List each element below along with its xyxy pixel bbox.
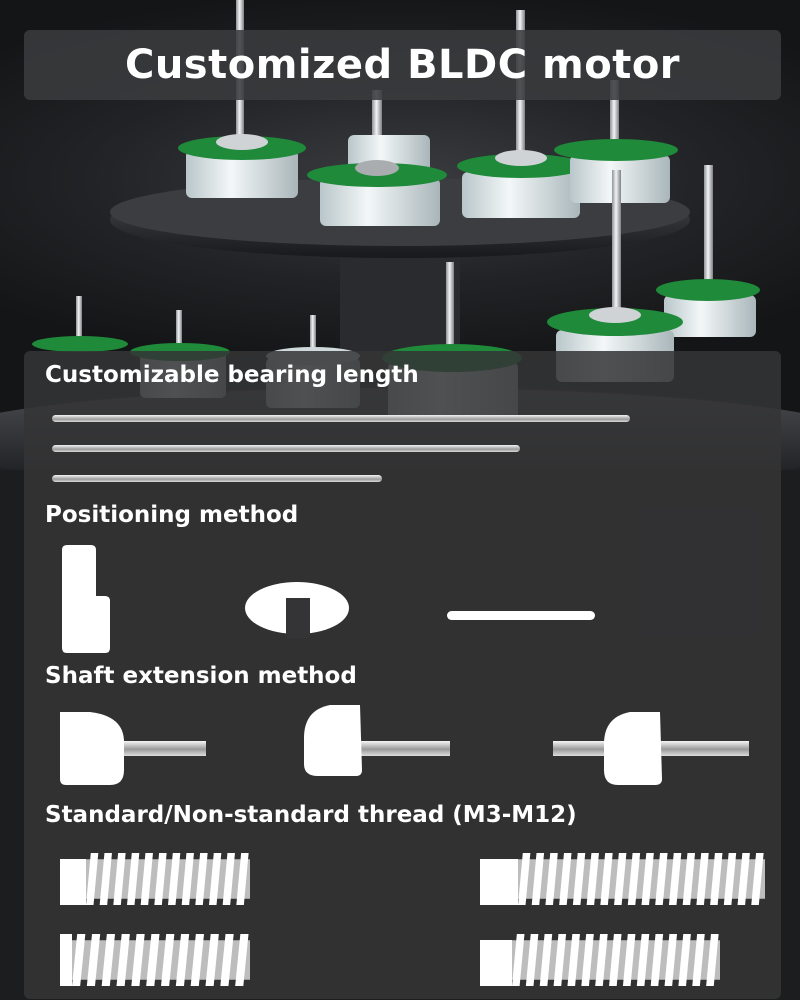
bearing-length-heading: Customizable bearing length (45, 362, 419, 388)
page-title: Customized BLDC motor (124, 42, 681, 88)
thread-heading: Standard/Non-standard thread (M3-M12) (45, 802, 577, 828)
bearing-rod-long (52, 415, 630, 422)
bearing-rod-medium (52, 445, 520, 452)
shaft-extension-heading: Shaft extension method (45, 663, 357, 689)
bearing-rod-short (52, 475, 382, 482)
positioning-heading: Positioning method (45, 502, 299, 528)
title-banner: Customized BLDC motor (24, 30, 781, 100)
